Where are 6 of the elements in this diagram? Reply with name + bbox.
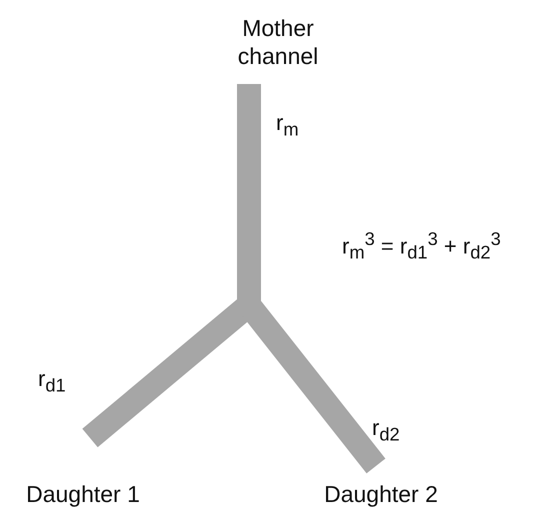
radius-label: r$_{m}$ bbox=[276, 110, 299, 140]
radius-label: r$_{d2}$ bbox=[372, 415, 400, 446]
channel-label: Daughter 2 bbox=[306, 480, 456, 508]
channel-label: Mother channel bbox=[228, 14, 328, 70]
channel-label: Daughter 1 bbox=[8, 480, 158, 508]
radius-label: r$_{d1}$ bbox=[38, 366, 66, 396]
